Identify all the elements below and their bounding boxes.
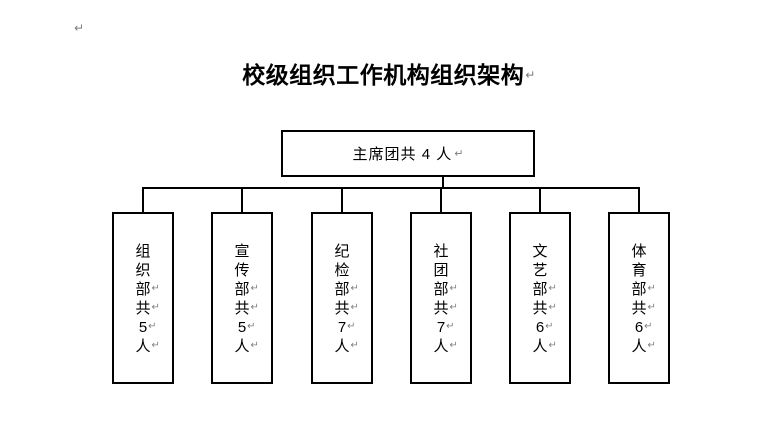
org-node-char: 6↵ (634, 319, 653, 336)
paragraph-mark-icon: ↵ (644, 321, 653, 332)
paragraph-mark-icon: ↵ (449, 340, 458, 351)
paragraph-mark-icon: ↵ (545, 321, 554, 332)
connector-drop-4 (440, 187, 442, 213)
org-node-char: 部↵ (135, 281, 160, 298)
connector-drop-3 (341, 187, 343, 213)
org-node-char: 宣 (234, 243, 250, 260)
org-node-char: 人↵ (334, 338, 359, 355)
org-node-char: 人↵ (532, 338, 557, 355)
paragraph-mark-icon: ↵ (151, 283, 160, 294)
org-node-char: 部↵ (234, 281, 259, 298)
org-node-xuanchuanbu-label: 宣传部↵ 共↵ 5↵ 人↵ (213, 242, 271, 356)
org-node-root[interactable]: 主席团共 4 人↵ (281, 130, 535, 177)
org-node-char: 艺 (532, 262, 548, 279)
org-node-char: 体 (631, 243, 647, 260)
paragraph-mark-icon: ↵ (151, 302, 160, 313)
paragraph-mark-icon: ↵ (647, 340, 656, 351)
org-node-char: 育 (631, 262, 647, 279)
org-node-char: 5↵ (237, 319, 256, 336)
org-node-char: 人↵ (631, 338, 656, 355)
org-node-jijianbu[interactable]: 纪检部↵ 共↵ 7↵ 人↵ (311, 212, 373, 384)
org-node-tiyubu[interactable]: 体育部↵ 共↵ 6↵ 人↵ (608, 212, 670, 384)
org-node-char: 共↵ (433, 300, 458, 317)
org-node-char: 6↵ (535, 319, 554, 336)
paragraph-mark-icon: ↵ (548, 302, 557, 313)
org-node-char: 人↵ (234, 338, 259, 355)
org-node-xuanchuanbu[interactable]: 宣传部↵ 共↵ 5↵ 人↵ (211, 212, 273, 384)
paragraph-mark-icon: ↵ (74, 21, 85, 35)
org-node-tiyubu-label: 体育部↵ 共↵ 6↵ 人↵ (610, 242, 668, 356)
org-node-char: 织 (135, 262, 151, 279)
paragraph-mark-icon: ↵ (250, 283, 259, 294)
org-node-wenyibu[interactable]: 文艺部↵ 共↵ 6↵ 人↵ (509, 212, 571, 384)
org-node-shetuanbu-label: 社团部↵ 共↵ 7↵ 人↵ (412, 242, 470, 356)
org-node-zuzhibu-label: 组织部↵ 共↵ 5↵ 人↵ (114, 242, 172, 356)
org-node-char: 5↵ (138, 319, 157, 336)
connector-drop-5 (539, 187, 541, 213)
paragraph-mark-icon: ↵ (647, 283, 656, 294)
paragraph-mark-icon: ↵ (247, 321, 256, 332)
paragraph-mark-icon: ↵ (350, 340, 359, 351)
paragraph-mark-icon: ↵ (250, 340, 259, 351)
org-node-char: 共↵ (532, 300, 557, 317)
paragraph-mark-icon: ↵ (548, 340, 557, 351)
org-node-char: 共↵ (135, 300, 160, 317)
paragraph-mark-icon: ↵ (350, 302, 359, 313)
connector-bus (142, 187, 640, 189)
paragraph-mark-icon: ↵ (449, 302, 458, 313)
connector-root-drop (442, 177, 444, 189)
org-node-wenyibu-label: 文艺部↵ 共↵ 6↵ 人↵ (511, 242, 569, 356)
paragraph-mark-icon: ↵ (347, 321, 356, 332)
org-node-char: 共↵ (631, 300, 656, 317)
paragraph-mark-icon: ↵ (525, 68, 536, 82)
page-title: 校级组织工作机构组织架构↵ (0, 56, 778, 90)
paragraph-mark-icon: ↵ (250, 302, 259, 313)
paragraph-mark-icon: ↵ (151, 340, 160, 351)
org-node-char: 人↵ (433, 338, 458, 355)
paragraph-mark-icon: ↵ (350, 283, 359, 294)
org-node-zuzhibu[interactable]: 组织部↵ 共↵ 5↵ 人↵ (112, 212, 174, 384)
paragraph-mark-icon: ↵ (148, 321, 157, 332)
org-node-char: 社 (433, 243, 449, 260)
org-node-char: 部↵ (631, 281, 656, 298)
org-node-char: 文 (532, 243, 548, 260)
paragraph-mark-icon: ↵ (548, 283, 557, 294)
connector-drop-6 (638, 187, 640, 213)
connector-drop-1 (142, 187, 144, 213)
org-node-char: 共↵ (334, 300, 359, 317)
org-node-root-label: 主席团共 4 人 (352, 146, 453, 163)
paragraph-mark-icon: ↵ (454, 147, 464, 160)
connector-drop-2 (241, 187, 243, 213)
org-node-char: 部↵ (532, 281, 557, 298)
org-node-char: 纪 (334, 243, 350, 260)
org-node-char: 部↵ (433, 281, 458, 298)
org-node-char: 7↵ (436, 319, 455, 336)
org-node-char: 7↵ (337, 319, 356, 336)
paragraph-mark-icon: ↵ (449, 283, 458, 294)
page-title-text: 校级组织工作机构组织架构 (242, 62, 525, 88)
org-node-char: 人↵ (135, 338, 160, 355)
org-node-char: 共↵ (234, 300, 259, 317)
org-node-char: 检 (334, 262, 350, 279)
paragraph-mark-icon: ↵ (446, 321, 455, 332)
org-node-char: 传 (234, 262, 250, 279)
paragraph-mark-icon: ↵ (647, 302, 656, 313)
org-node-char: 组 (135, 243, 151, 260)
org-node-char: 团 (433, 262, 449, 279)
org-node-jijianbu-label: 纪检部↵ 共↵ 7↵ 人↵ (313, 242, 371, 356)
org-node-char: 部↵ (334, 281, 359, 298)
org-node-shetuanbu[interactable]: 社团部↵ 共↵ 7↵ 人↵ (410, 212, 472, 384)
